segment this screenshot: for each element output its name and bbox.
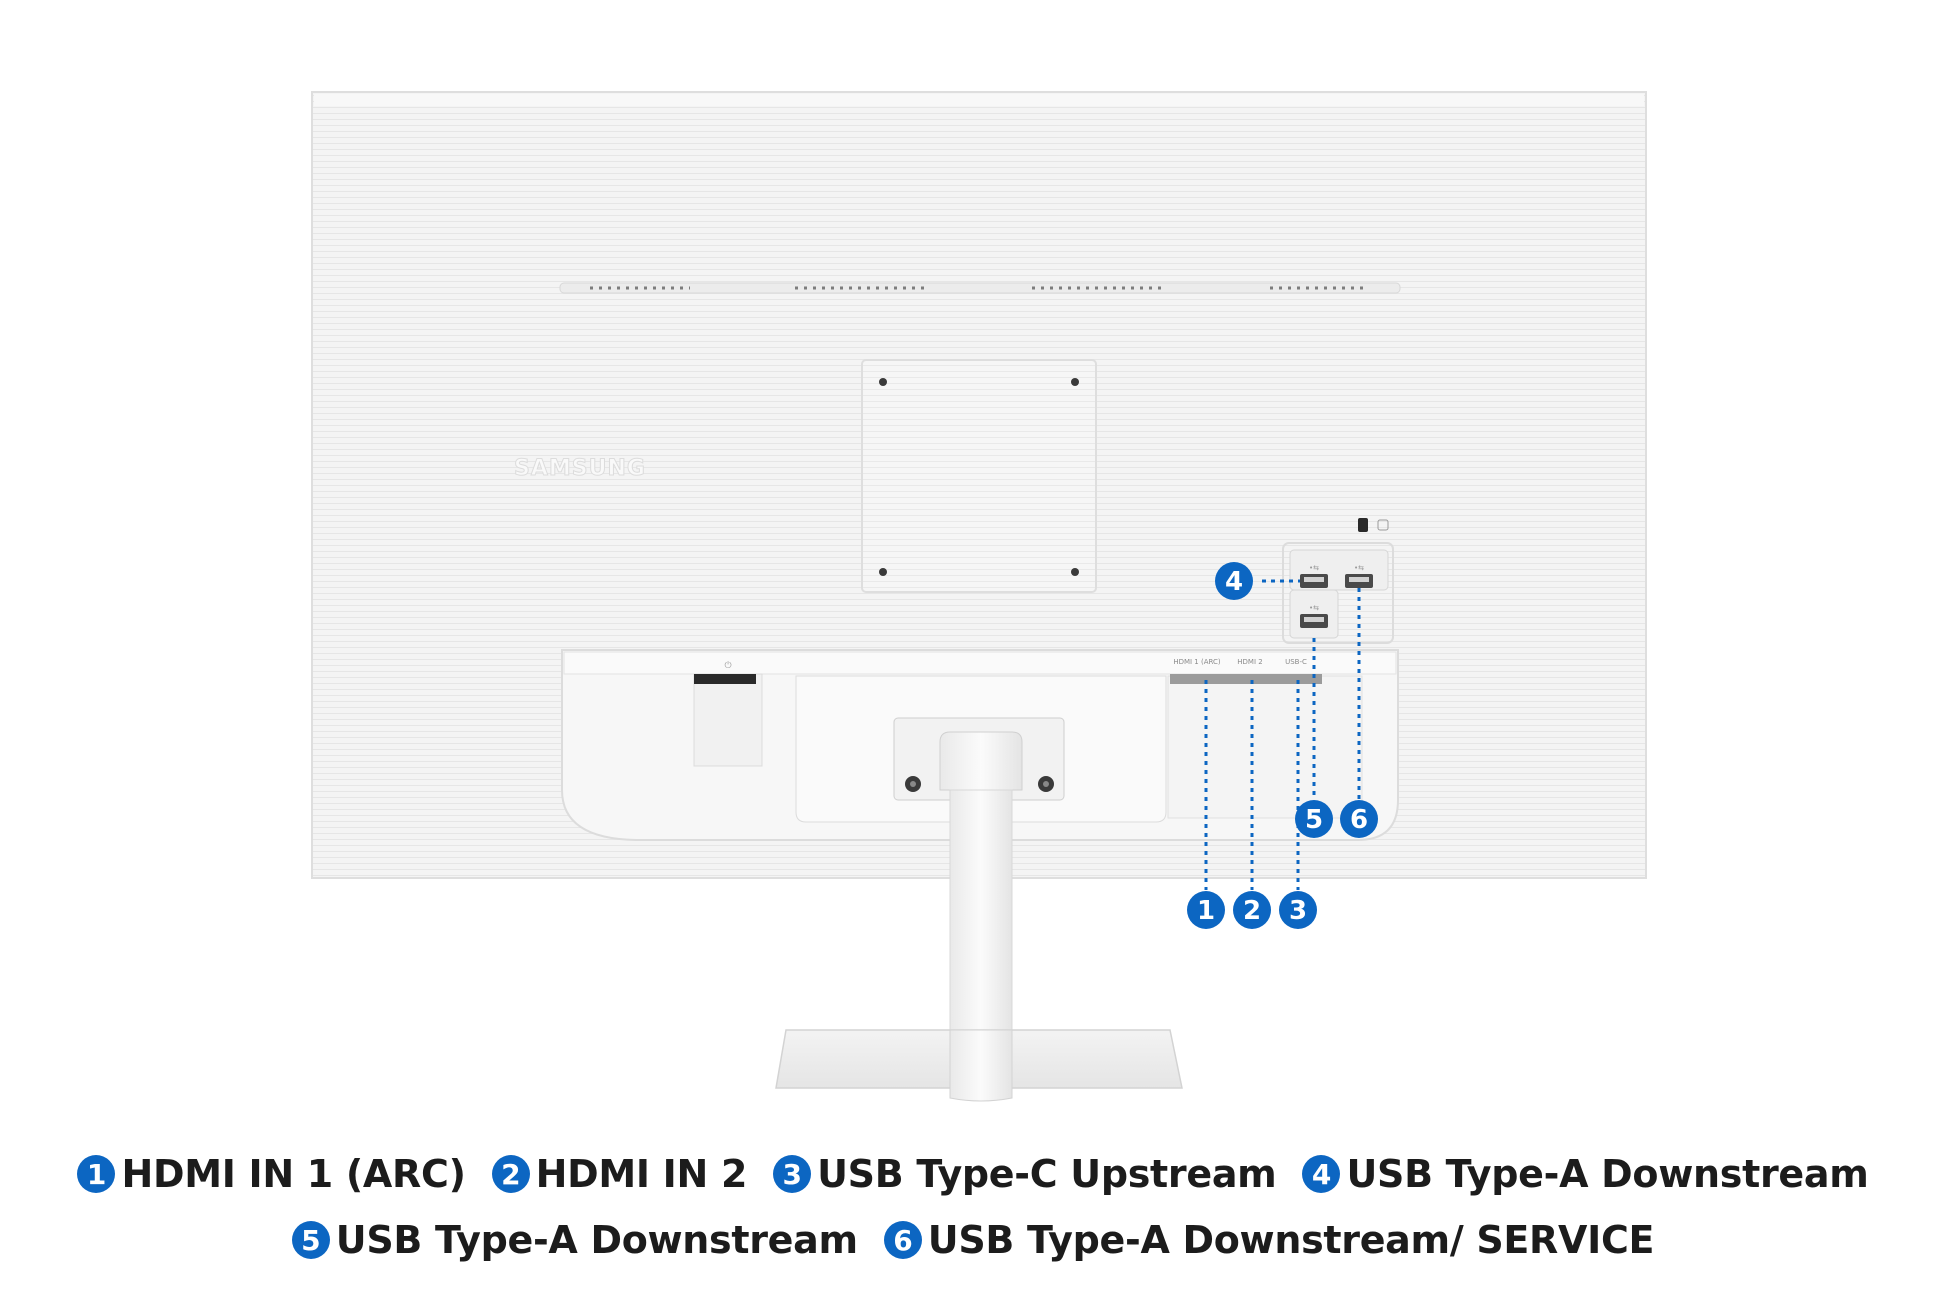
legend-label-5: USB Type-A Downstream [335,1218,858,1262]
legend-item-1: 1 HDMI IN 1 (ARC) [77,1152,466,1196]
callout-badge-3: 3 [1279,891,1317,929]
legend-badge-2: 2 [491,1155,530,1193]
legend-row-1: 1 HDMI IN 1 (ARC) 2 HDMI IN 2 3 USB Type… [0,1152,1946,1196]
vesa-screw-hole [879,568,887,576]
legend-item-2: 2 HDMI IN 2 [491,1152,748,1196]
legend-badge-3: 3 [773,1155,812,1193]
svg-text:2: 2 [1243,896,1261,926]
legend-label-1: HDMI IN 1 (ARC) [121,1152,466,1196]
svg-text:•⇆: •⇆ [1309,604,1319,612]
vesa-screw-hole [1071,568,1079,576]
kensington-lock-icon [1358,518,1389,532]
port-label-hdmi2: HDMI 2 [1237,658,1262,666]
callout-badge-4: 4 [1215,562,1253,600]
svg-text:4: 4 [1225,567,1243,597]
port-label-usbc: USB-C [1285,658,1307,666]
port-label-hdmi1: HDMI 1 (ARC) [1173,658,1221,666]
usb-port-panel: •⇆ •⇆ •⇆ [1282,542,1394,644]
callout-leaders [1204,579,1361,890]
legend-item-4: 4 USB Type-A Downstream [1302,1152,1869,1196]
svg-text:⏻: ⏻ [724,660,731,671]
svg-text:•⇆: •⇆ [1309,564,1319,572]
callout-badges: 1 2 3 4 5 6 [1187,562,1378,929]
callout-badge-6: 6 [1340,800,1378,838]
legend-row-2: 5 USB Type-A Downstream 6 USB Type-A Dow… [0,1218,1946,1262]
callout-badge-5: 5 [1295,800,1333,838]
legend-label-6: USB Type-A Downstream/ SERVICE [927,1218,1655,1262]
vesa-screw-hole [1071,378,1079,386]
svg-text:1: 1 [1197,896,1215,926]
vesa-screw-hole [879,378,887,386]
legend-label-2: HDMI IN 2 [535,1152,748,1196]
monitor-stand [775,731,1183,1102]
legend-badge-5: 5 [291,1221,330,1259]
callout-badge-2: 2 [1233,891,1271,929]
rear-port-strip: HDMI 1 (ARC) HDMI 2 USB-C [1170,658,1322,684]
legend-badge-1: 1 [77,1155,116,1193]
legend-item-6: 6 USB Type-A Downstream/ SERVICE [883,1218,1655,1262]
svg-text:6: 6 [1350,805,1368,835]
svg-text:•⇆: •⇆ [1354,564,1364,572]
power-port [694,674,756,684]
vent-slots [559,282,1401,294]
legend-label-3: USB Type-C Upstream [817,1152,1277,1196]
legend-badge-4: 4 [1302,1155,1341,1193]
legend-item-3: 3 USB Type-C Upstream [773,1152,1277,1196]
brand-logo: SAMSUNG [514,456,646,481]
svg-text:3: 3 [1289,896,1307,926]
legend-item-5: 5 USB Type-A Downstream [291,1218,858,1262]
callout-badge-1: 1 [1187,891,1225,929]
vesa-mount-area [861,359,1097,593]
legend-badge-6: 6 [883,1221,922,1259]
svg-text:5: 5 [1305,805,1323,835]
legend-label-4: USB Type-A Downstream [1346,1152,1869,1196]
